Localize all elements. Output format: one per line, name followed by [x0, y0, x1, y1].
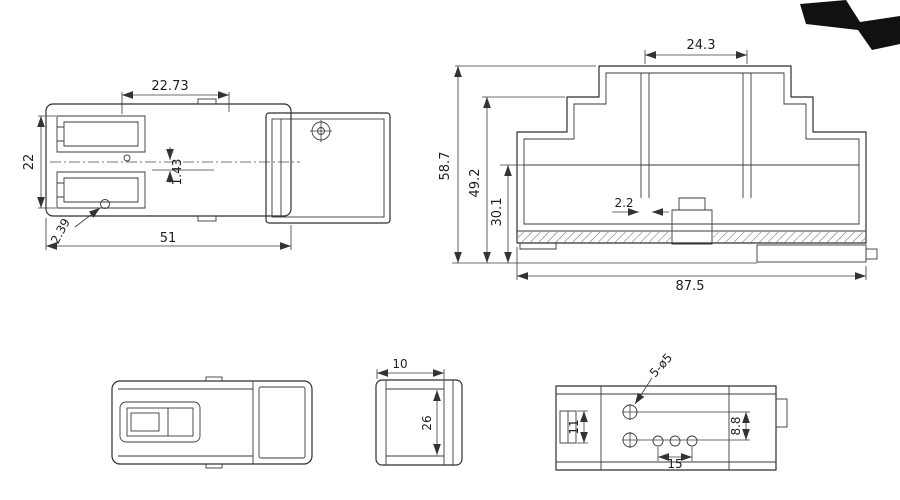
dim-front-depth-extensions — [376, 369, 445, 379]
dim-height-extensions — [452, 65, 757, 264]
dim-upper-height-label: 49.2 — [468, 169, 483, 198]
side-view-wall-lines — [118, 388, 253, 457]
dim-mount-holes-leader — [634, 377, 653, 405]
front-view-left-foot — [519, 243, 557, 250]
top-view-terminal-block — [265, 112, 391, 224]
hole-crosshairs — [622, 404, 638, 448]
side-view-end-block — [258, 386, 306, 459]
wire-hole-1 — [652, 435, 664, 447]
end-view-inner-lines — [385, 380, 454, 465]
front-view-pins — [640, 73, 752, 198]
bottom-view-inner-lines — [556, 386, 776, 470]
dim-hole-diameter-label: 2.39 — [48, 216, 73, 246]
dim-hole-leader — [74, 207, 101, 228]
side-view-latch-inner — [126, 407, 194, 437]
dim-inner-height-label: 26 — [420, 415, 434, 430]
side-view — [111, 376, 313, 469]
top-view-mount-hole — [100, 199, 110, 209]
dim-slot-width-label: 11 — [567, 419, 581, 434]
end-view-dimensions: 10 26 — [376, 357, 445, 455]
dim-overall-width-extensions — [516, 247, 867, 280]
bottom-view-dimensions: 5-ø5 8.8 11 15 — [567, 351, 750, 471]
side-view-latch-detail — [130, 412, 160, 432]
dim-pin-spacing-label: 24.3 — [687, 38, 716, 53]
dim-overall-width-label: 87.5 — [676, 279, 705, 294]
dim-mount-holes-label: 5-ø5 — [647, 351, 675, 380]
dim-pitch-horizontal-label: 15 — [667, 457, 682, 471]
side-view-body-outline — [111, 380, 313, 465]
front-view-dimensions: 24.3 58.7 49.2 30.1 2.2 87.5 — [438, 38, 867, 294]
screw-hole-crosshair — [310, 120, 332, 142]
top-view-small-pin-hole — [123, 154, 131, 162]
wire-hole-2 — [669, 435, 681, 447]
base-hatch-right — [713, 232, 865, 243]
dim-center-offset-label: 1.43 — [170, 159, 184, 186]
din-slot-block — [671, 197, 713, 245]
dim-overall-height-label: 58.7 — [438, 152, 453, 181]
wire-hole-3 — [686, 435, 698, 447]
dim-pin-width-label: 2.2 — [614, 196, 633, 210]
dim-lower-height-label: 30.1 — [490, 198, 505, 227]
bottom-view-outline — [555, 385, 777, 471]
side-view-tab-bottom — [205, 463, 223, 469]
front-view-outer-profile — [516, 65, 867, 244]
top-view-body-outline — [45, 103, 292, 217]
front-view-inner-wall — [523, 72, 860, 225]
end-view: 10 26 — [375, 357, 463, 466]
din-clip — [756, 244, 867, 263]
top-view-tab-bottom — [197, 215, 217, 222]
terminal-block-inner — [271, 118, 385, 218]
terminal-block-outer — [265, 112, 391, 224]
top-view-dimensions: 22.73 22 1.43 2.39 51 — [22, 79, 292, 250]
din-clip-end-tab — [865, 248, 878, 260]
dim-pitch-vertical-label: 8.8 — [729, 416, 743, 435]
dim-front-depth-label: 10 — [392, 357, 407, 371]
dim-body-length-label: 51 — [160, 231, 177, 246]
side-view-tab-top — [205, 376, 223, 382]
dim-slot-span-label: 22.73 — [151, 79, 188, 94]
dim-pitch-vertical-extensions — [638, 411, 750, 441]
bottom-view: 5-ø5 8.8 11 15 — [555, 351, 788, 471]
corner-mark-graphic — [800, 0, 900, 50]
base-hatch-left — [518, 232, 671, 243]
bottom-view-right-tab — [775, 398, 788, 428]
top-view: 22.73 22 1.43 2.39 51 — [22, 79, 391, 250]
dim-slot-height-label: 22 — [22, 154, 37, 171]
side-view-latch-outer — [119, 401, 201, 443]
top-view-tab-top — [197, 98, 217, 105]
end-view-outline — [375, 379, 463, 466]
front-view: 24.3 58.7 49.2 30.1 2.2 87.5 — [438, 38, 878, 294]
top-view-connector-slots — [56, 115, 146, 209]
